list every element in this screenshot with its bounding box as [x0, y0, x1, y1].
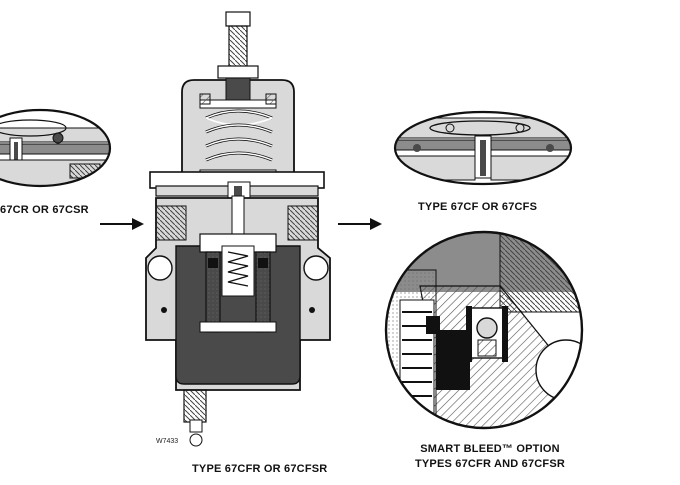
right-detail-inset [393, 110, 573, 186]
left-detail-inset [0, 108, 112, 188]
smart-bleed-label-line1: SMART BLEED™ OPTION [420, 443, 560, 455]
left-arrow [100, 218, 144, 230]
drawing-code: W7433 [156, 438, 179, 445]
right-arrow [338, 218, 382, 230]
main-regulator-section [145, 11, 331, 447]
smart-bleed-label-line2: TYPES 67CFR AND 67CFSR [414, 458, 566, 470]
smart-bleed-detail [384, 230, 584, 430]
right-type-label: TYPE 67CF OR 67CFS [418, 201, 538, 213]
left-type-label: 67CR OR 67CSR [0, 204, 89, 216]
main-type-label: TYPE 67CFR OR 67CFSR [192, 463, 328, 475]
